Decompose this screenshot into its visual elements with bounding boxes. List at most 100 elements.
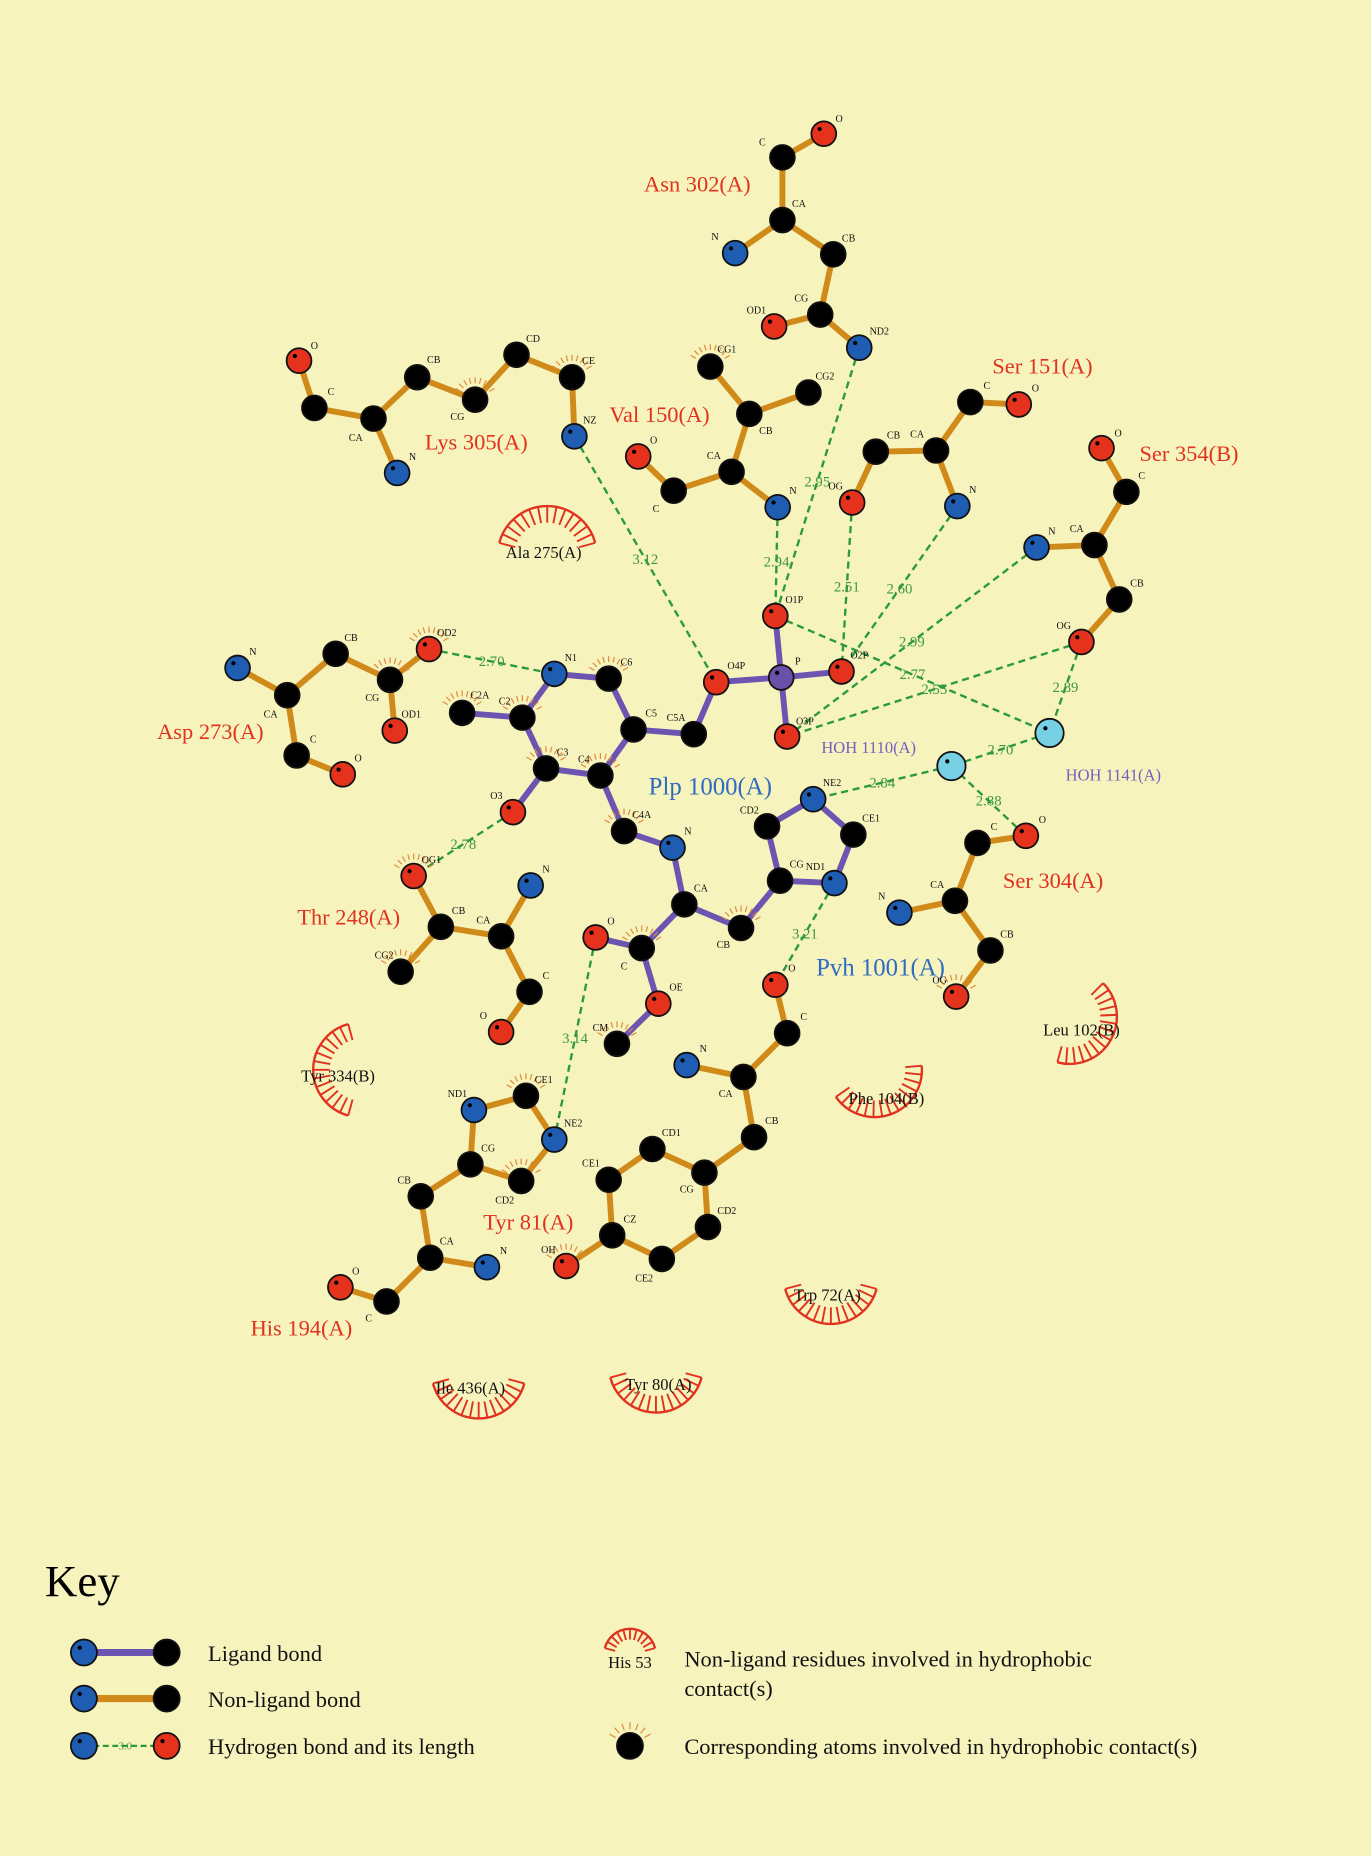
hydrophobic-atom-tick (528, 1161, 533, 1167)
atom-label: CG2 (815, 372, 834, 383)
ligand-name: Pvh 1001(A) (816, 954, 945, 981)
hydrophobic-atom-tick (630, 928, 635, 935)
atom (639, 1135, 666, 1163)
hydrophobic-spoke (644, 1647, 656, 1652)
residue-name: Asn 302(A) (644, 172, 751, 197)
hydrophobic-residue-label: Leu 102(B) (1043, 1021, 1120, 1040)
key-hp-residues-2: contact(s) (684, 1676, 772, 1701)
hydrophobic-spoke (905, 1071, 922, 1076)
atom (587, 762, 614, 789)
hydrophobic-atom-tick (506, 701, 512, 707)
hydrophobic-atom-tick (458, 383, 464, 389)
atom-label: OE (669, 983, 682, 994)
hydrophobic-atom-tick (586, 365, 592, 370)
atom-label: C (653, 504, 660, 515)
atom-label: CB (344, 633, 358, 644)
atom-label: CA (910, 430, 925, 441)
atom (1034, 717, 1065, 749)
atom (718, 458, 745, 486)
hydrophobic-atom-tick (455, 387, 462, 392)
atom (760, 313, 788, 340)
hydrogen-bond (786, 546, 1038, 738)
atom-label: C (328, 387, 335, 398)
hydrophobic-spoke (1077, 1045, 1085, 1063)
hydrophobic-atom-tick (560, 756, 566, 761)
atom-label: CG (481, 1143, 495, 1154)
hydrophobic-spoke (325, 1090, 339, 1103)
atom-label: OH (541, 1245, 556, 1256)
atom (70, 1638, 98, 1667)
atom-label: CB (887, 431, 901, 442)
hydrophobic-atom-tick (524, 1159, 528, 1166)
hydrophobic-atom-tick (944, 976, 949, 983)
hydrophobic-spoke (685, 1372, 702, 1379)
atom-label: O (1032, 383, 1039, 394)
hydrogen-bond (573, 435, 718, 683)
hydrophobic-atom-tick (427, 864, 434, 869)
atom-label: O (607, 916, 614, 927)
atom-label: ND1 (448, 1089, 468, 1100)
water-name: HOH 1141(A) (1066, 765, 1161, 784)
atom-label: C4A (632, 810, 652, 821)
hydrophobic-atom-tick (721, 350, 727, 356)
atom-label: OD1 (402, 710, 422, 721)
atom-label: NZ (583, 415, 596, 426)
hydrogen-bond (812, 764, 952, 801)
atom-label: CA (707, 451, 722, 462)
hydrophobic-atom-tick (616, 658, 621, 665)
atom (1012, 822, 1040, 850)
hydrophobic-atom-tick (620, 1021, 624, 1028)
atom-label: C6 (621, 658, 633, 669)
atom (224, 654, 251, 682)
hydrogen-bond (840, 502, 854, 672)
atom (773, 1019, 801, 1047)
ligand-name: Plp 1000(A) (649, 773, 772, 800)
hydrophobic-atom-tick (936, 984, 943, 989)
hydrophobic-atom-tick (401, 663, 407, 669)
hydrophobic-atom-tick (393, 657, 397, 664)
atom-label: CG (365, 693, 379, 704)
hydrophobic-residue (431, 1378, 526, 1420)
hydrophobic-spoke (347, 1023, 354, 1041)
atom (516, 978, 543, 1006)
hydrophobic-atom-tick (440, 632, 446, 638)
key-hydrophobic-arc (603, 1627, 657, 1652)
hydrophobic-contacts (312, 344, 1119, 1420)
hydrophobic-atom-tick (502, 705, 509, 710)
hbond-length: 2.78 (450, 837, 476, 853)
hydrophobic-atom-tick (394, 949, 397, 956)
residue-name: Thr 248(A) (297, 904, 400, 929)
atom-label: CE2 (635, 1273, 653, 1284)
atom (964, 829, 991, 857)
atom (532, 755, 560, 782)
atom (736, 400, 763, 428)
hydrophobic-atom-tick (370, 668, 376, 673)
hydrophobic-atom-tick (526, 756, 533, 761)
hydrophobic-atom-tick (602, 656, 605, 663)
hydrophobic-atom-tick (612, 656, 616, 663)
hbond-length: 2.88 (976, 794, 1002, 810)
hydrophobic-atom-tick (463, 379, 468, 386)
atom-label: CD (526, 334, 540, 345)
hydrophobic-atom-tick (573, 1246, 578, 1252)
hydrophobic-atom-tick (628, 1027, 634, 1033)
hydrophobic-spoke (666, 1393, 675, 1410)
atom-label: O4P (727, 661, 745, 672)
hydrophobic-residue (609, 1372, 703, 1414)
hydrophobic-spoke (835, 1086, 850, 1098)
atom (806, 301, 834, 328)
hydrophobic-atom-tick (532, 1164, 538, 1170)
hydrophobic-spoke (1092, 1035, 1107, 1049)
hydrophobic-spoke (576, 533, 593, 543)
atom (487, 922, 515, 950)
atom (799, 785, 827, 813)
hydrophobic-spoke (792, 1294, 807, 1306)
water-name: HOH 1110(A) (821, 738, 916, 757)
hydrogen-bond (553, 937, 597, 1140)
residue-name: Ser 151(A) (992, 354, 1092, 379)
atom (628, 934, 656, 962)
atom-label: O (650, 435, 657, 446)
hydrophobic-atom-tick (486, 383, 492, 389)
hydrophobic-atom-tick (579, 357, 584, 364)
